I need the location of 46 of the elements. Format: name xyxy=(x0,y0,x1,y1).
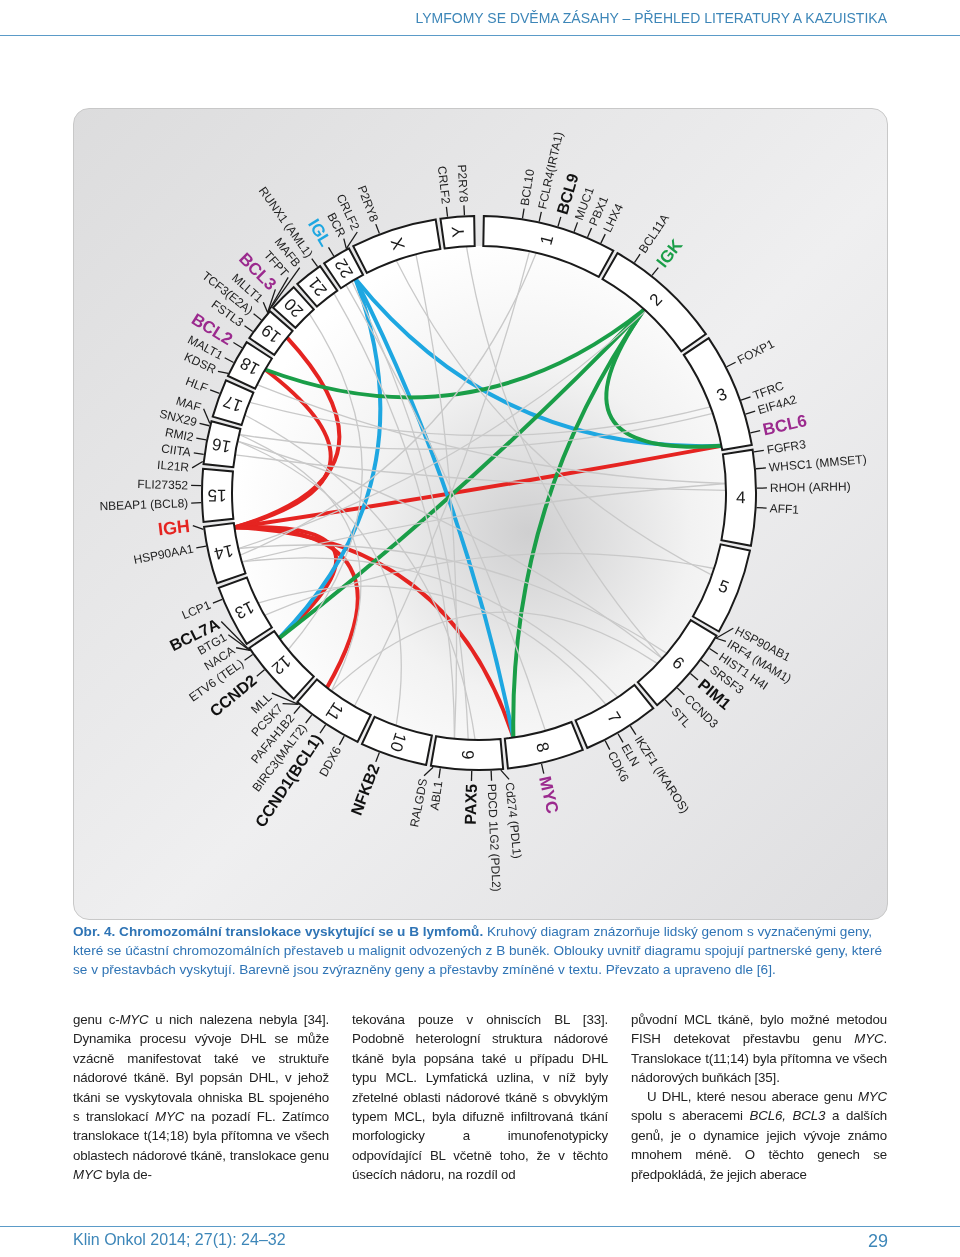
gene-label: IGH xyxy=(156,516,191,540)
gene-label: PDCD 1LG2 (PDL2) xyxy=(484,783,504,892)
translocation-arc xyxy=(263,552,715,617)
body-paragraph: genu c-MYC u nich nalezena nebyla [34]. Dynamika procesu vývoje DHL se může vzácně manifestovat také ve struktuře nádorové tkáně. Byl popsán DHL, v jehož tkáni se vyskytovala ohniska BL spojeného s translokací MYC na pozadí FL. Zatímco translokace t(14;18) byla přítomna ve všech oblastech nádorové tkáně, translokace genu MYC byla de- xyxy=(73,1011,329,1185)
gene-label: FLI27352 xyxy=(137,477,189,493)
translocation-arc xyxy=(351,280,469,741)
translocation-arc xyxy=(238,433,362,692)
chromosome-segment: 17 xyxy=(211,379,255,426)
running-header: LYMFOMY SE DVĚMA ZÁSAHY – PŘEHLED LITERATURY A KAZUISTIKA xyxy=(415,10,887,26)
gene-label: AFF1 xyxy=(769,501,800,517)
chromosome-segment: 4 xyxy=(720,448,757,547)
translocation-arc xyxy=(238,412,714,450)
gene-label: Cd274 (PDL1) xyxy=(502,781,525,860)
gene-label: CRLF2 xyxy=(434,165,453,205)
gene-label: BCL10 xyxy=(517,168,538,207)
gene-label: NBEAP1 (BCL8) xyxy=(99,496,189,514)
gene-label: PAX5 xyxy=(461,783,480,825)
chromosome-segment: 9 xyxy=(429,735,505,771)
page-number: 29 xyxy=(868,1231,889,1252)
chromosome-segment: 16 xyxy=(202,420,242,469)
chromosome-segment: 8 xyxy=(503,721,584,770)
gene-label: P2RY8 xyxy=(454,164,471,203)
gene-label: RHOH (ARHH) xyxy=(769,479,851,495)
body-paragraph: původní MCL tkáně, bylo možné metodou FISH detekovat přestavbu genu MYC. Translokace t(11;14) byla přítomna ve všech nádorových buňkách [35]. xyxy=(631,1011,887,1088)
chromosome-segment: 15 xyxy=(201,467,235,523)
chromosome-segment: Y xyxy=(439,215,476,250)
translocation-arc xyxy=(287,312,363,651)
chromosome-segment: 14 xyxy=(203,522,247,585)
translocation-arc xyxy=(241,557,619,698)
gene-label: IL21R xyxy=(156,457,190,475)
body-paragraph: U DHL, které nesou aberace genu MYC spolu s aberacemi BCL6, BCL3 a dalších genů, je o dynamice jejich vývoje známo mnohem méně. O těchto genech se předpokládá, že jejich aberace xyxy=(631,1088,887,1184)
gene-label: HSP90AA1 xyxy=(132,541,195,567)
figure-caption: Obr. 4. Chromozomální translokace vyskytující se u B lymfomů. Kruhový diagram znázorňuje lidský genom s vyznačenými geny, které se účastní chromozomálních přestaveb u malignit odvozených z B buněk. Oblouky uvnitř diagramu spojují partnerské geny, které se v přestavbách vyskytují. Barevně jsou zvýrazněny geny a přestavby zmíněné v textu. Převzato a upraveno dle [6]. xyxy=(73,923,883,979)
translocation-arc xyxy=(244,414,476,741)
gene-label: FGFR3 xyxy=(765,437,807,457)
translocation-arc xyxy=(239,252,537,556)
translocation-arc xyxy=(353,250,531,707)
body-paragraph: tekována pouze v ohniscích BL [33]. Podobně heterologní struktura nádorové tkáně byla popsána také u případu DHL typu MCL. Lymfatická uzlina, v níž byly zřetelné oblasti nádorové tkáně s obvyklým typem MCL, byla difuzně infiltrovaná tkání morfologicky a imunofenotypicky odpovídající BL včetně toho, že v těchto úsecích nádoru, na rozdíl od xyxy=(352,1011,608,1185)
translocation-arc xyxy=(330,611,659,692)
translocation-arc xyxy=(345,284,547,732)
translocation-arc xyxy=(395,259,713,576)
journal-citation: Klin Onkol 2014; 27(1): 24–32 xyxy=(73,1231,286,1249)
gene-label: HLF xyxy=(183,374,210,396)
translocation-arc xyxy=(333,292,456,740)
translocation-arc xyxy=(257,585,607,706)
gene-label: MYC xyxy=(535,774,563,816)
